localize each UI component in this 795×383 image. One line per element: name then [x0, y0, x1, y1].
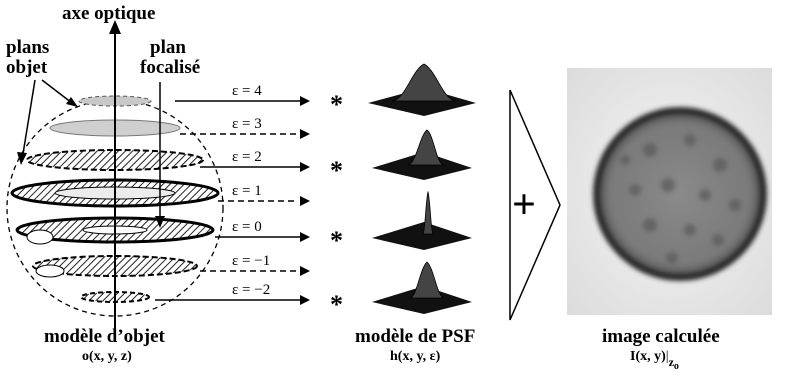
formula-image-sub: z	[668, 355, 674, 369]
formula-image-main: I(x, y)	[630, 349, 666, 364]
formula-object: o(x, y, z)	[82, 349, 132, 364]
convolution-star-4: *	[330, 90, 343, 119]
label-plans: plans	[6, 37, 50, 58]
label-focalise: focalisé	[140, 57, 201, 78]
optical-axis-arrowhead	[109, 20, 121, 34]
eps-arrows	[155, 96, 310, 305]
convolution-star-2: *	[330, 156, 343, 185]
convolution-star-m2: *	[330, 290, 343, 319]
label-objet: objet	[6, 57, 48, 78]
summation-triangle	[509, 89, 561, 321]
eps-label-3: ε = 3	[232, 116, 262, 132]
sum-symbol: +	[512, 182, 536, 228]
eps-label-2: ε = 2	[232, 149, 262, 165]
caption-object: modèle d’objet	[44, 326, 165, 347]
eps-label-m2: ε = −2	[232, 282, 271, 298]
psf-epsm2	[372, 261, 472, 314]
formula-image-subsub: o	[673, 361, 679, 372]
psf-eps4	[368, 63, 476, 116]
pointer-plans-b-head	[66, 97, 78, 107]
eps-label-1: ε = 1	[232, 183, 262, 199]
pointer-plans-a-head	[17, 152, 27, 165]
caption-psf: modèle de PSF	[355, 326, 476, 347]
psf-eps2	[372, 129, 472, 180]
psf-eps0	[372, 190, 472, 250]
convolution-star-0: *	[330, 226, 343, 255]
eps-label-4: ε = 4	[232, 83, 262, 99]
eps-label-0: ε = 0	[232, 219, 262, 235]
formula-image: I(x, y)|zo	[630, 349, 679, 372]
psf-plots	[368, 63, 476, 314]
plane-epsm1-notch	[35, 264, 65, 278]
axis-title: axe optique	[62, 3, 156, 24]
caption-image: image calculée	[602, 326, 720, 347]
eps-label-m1: ε = −1	[232, 253, 271, 269]
pointer-plans-b	[41, 79, 73, 104]
pointer-focal-head	[155, 216, 165, 228]
pointer-plans-a	[21, 79, 36, 161]
label-plan: plan	[150, 37, 186, 58]
computed-image	[567, 68, 772, 315]
formula-psf: h(x, y, ε)	[390, 349, 441, 364]
plane-eps0-notch	[26, 229, 54, 245]
